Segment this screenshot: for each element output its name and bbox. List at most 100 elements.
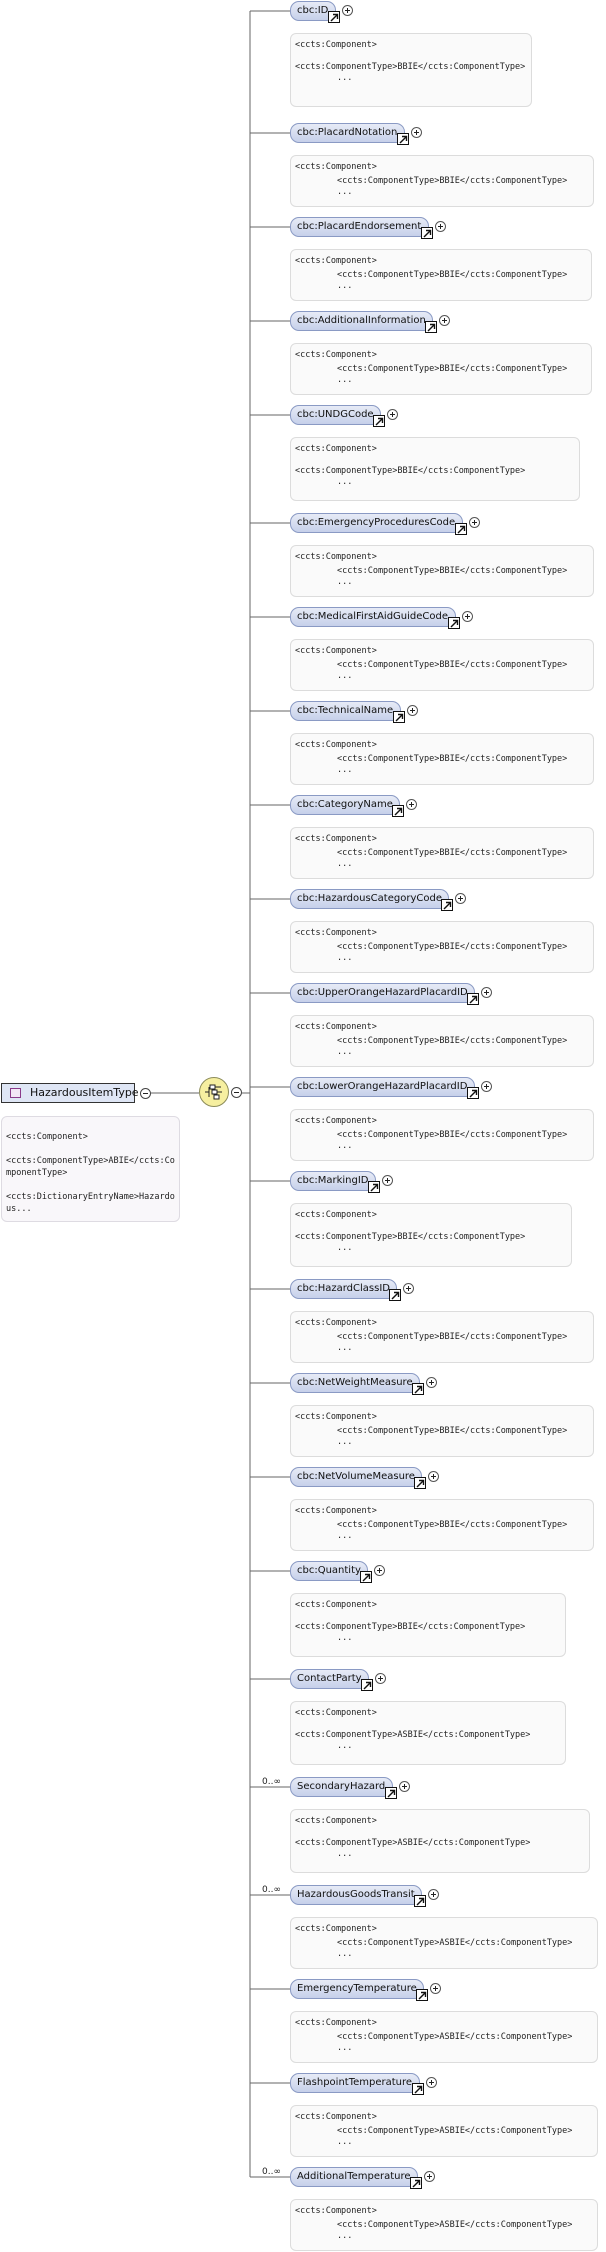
- annotation-type-line: <ccts:ComponentType>BBIE</ccts:Component…: [337, 1332, 568, 1342]
- element-node[interactable]: cbc:HazardClassID: [290, 1279, 397, 1299]
- element-annotation: <ccts:Component><ccts:ComponentType>BBIE…: [290, 437, 580, 501]
- expand-icon[interactable]: [481, 1081, 492, 1092]
- reference-arrow-icon: [455, 523, 467, 535]
- annotation-ellipsis: ...: [337, 375, 353, 385]
- annotation-type-line: <ccts:ComponentType>ASBIE</ccts:Componen…: [337, 1938, 573, 1948]
- element-annotation: <ccts:Component><ccts:ComponentType>BBIE…: [290, 733, 594, 785]
- annotation-type-line: <ccts:ComponentType>BBIE</ccts:Component…: [337, 364, 568, 374]
- expand-icon[interactable]: [435, 221, 446, 232]
- element-annotation: <ccts:Component><ccts:ComponentType>BBIE…: [290, 155, 594, 207]
- element-annotation: <ccts:Component><ccts:ComponentType>BBIE…: [290, 1203, 572, 1267]
- element-node[interactable]: FlashpointTemperature: [290, 2073, 420, 2093]
- element-node[interactable]: cbc:UNDGCode: [290, 405, 381, 425]
- sequence-icon[interactable]: [199, 1077, 229, 1107]
- element-node[interactable]: cbc:PlacardNotation: [290, 123, 405, 143]
- occurrence-label: 0..∞: [262, 1777, 281, 1787]
- element-node[interactable]: cbc:MedicalFirstAidGuideCode: [290, 607, 456, 627]
- root-annotation: <ccts:Component> <ccts:ComponentType>ABI…: [1, 1116, 180, 1222]
- annotation-component-line: <ccts:Component>: [295, 1022, 377, 1032]
- expand-icon[interactable]: [399, 1781, 410, 1792]
- annotation-ellipsis: ...: [337, 2043, 353, 2053]
- annotation-type-line: <ccts:ComponentType>BBIE</ccts:Component…: [295, 1232, 526, 1242]
- annotation-ellipsis: ...: [337, 1343, 353, 1353]
- element-node[interactable]: cbc:EmergencyProceduresCode: [290, 513, 463, 533]
- element-annotation: <ccts:Component><ccts:ComponentType>BBIE…: [290, 545, 594, 597]
- expand-icon[interactable]: [426, 1377, 437, 1388]
- annotation-component-line: <ccts:Component>: [295, 1506, 377, 1516]
- annotation-type-line: <ccts:ComponentType>BBIE</ccts:Component…: [337, 1520, 568, 1530]
- reference-arrow-icon: [416, 1989, 428, 2001]
- element-node[interactable]: cbc:HazardousCategoryCode: [290, 889, 449, 909]
- expand-icon[interactable]: [455, 893, 466, 904]
- reference-arrow-icon: [397, 133, 409, 145]
- reference-arrow-icon: [467, 993, 479, 1005]
- annotation-type-line: <ccts:ComponentType>BBIE</ccts:Component…: [337, 176, 568, 186]
- element-node[interactable]: cbc:TechnicalName: [290, 701, 401, 721]
- element-annotation: <ccts:Component><ccts:ComponentType>ASBI…: [290, 1809, 590, 1873]
- expand-icon[interactable]: [387, 409, 398, 420]
- element-annotation: <ccts:Component><ccts:ComponentType>BBIE…: [290, 1593, 566, 1657]
- expand-icon[interactable]: [428, 1471, 439, 1482]
- expand-icon[interactable]: [424, 2171, 435, 2182]
- element-node[interactable]: ContactParty: [290, 1669, 369, 1689]
- root-annotation-line: <ccts:DictionaryEntryName>Hazardous...: [6, 1192, 175, 1214]
- element-annotation: <ccts:Component> <ccts:ComponentType>BBIE…: [290, 827, 594, 879]
- element-annotation: <ccts:Component><ccts:ComponentType>BBIE…: [290, 639, 594, 691]
- expand-icon[interactable]: [469, 517, 480, 528]
- annotation-component-line: <ccts:Component>: [295, 1600, 377, 1610]
- reference-arrow-icon: [414, 1477, 426, 1489]
- annotation-component-line: <ccts:Component>: [295, 1318, 377, 1328]
- element-node[interactable]: AdditionalTemperature: [290, 2167, 418, 2187]
- expand-icon[interactable]: [374, 1565, 385, 1576]
- annotation-type-line: <ccts:ComponentType>ASBIE</ccts:Componen…: [337, 2032, 573, 2042]
- expand-icon[interactable]: [375, 1673, 386, 1684]
- expand-icon[interactable]: [406, 799, 417, 810]
- annotation-ellipsis: ...: [337, 671, 353, 681]
- expand-icon[interactable]: [462, 611, 473, 622]
- root-type-box[interactable]: HazardousItemType: [1, 1083, 139, 1103]
- annotation-ellipsis: ...: [337, 1849, 353, 1859]
- expand-icon[interactable]: [428, 1889, 439, 1900]
- element-node[interactable]: cbc:CategoryName: [290, 795, 400, 815]
- element-node[interactable]: cbc:UpperOrangeHazardPlacardID: [290, 983, 475, 1003]
- expand-icon[interactable]: [426, 2077, 437, 2088]
- reference-arrow-icon: [448, 617, 460, 629]
- element-node[interactable]: cbc:PlacardEndorsement: [290, 217, 429, 237]
- element-annotation: <ccts:Component><ccts:ComponentType>ASBI…: [290, 2011, 598, 2063]
- annotation-ellipsis: ...: [337, 1741, 353, 1751]
- element-node[interactable]: SecondaryHazard: [290, 1777, 393, 1797]
- sequence-collapse-icon[interactable]: [231, 1087, 242, 1098]
- expand-icon[interactable]: [342, 5, 353, 16]
- occurrence-label: 0..∞: [262, 2167, 281, 2177]
- reference-arrow-icon: [360, 1571, 372, 1583]
- element-node[interactable]: cbc:Quantity: [290, 1561, 368, 1581]
- root-collapse-icon[interactable]: [140, 1088, 151, 1099]
- reference-arrow-icon: [467, 1087, 479, 1099]
- element-node[interactable]: cbc:LowerOrangeHazardPlacardID: [290, 1077, 475, 1097]
- element-annotation: <ccts:Component><ccts:ComponentType>BBIE…: [290, 1109, 594, 1161]
- annotation-ellipsis: ...: [337, 73, 353, 83]
- expand-icon[interactable]: [439, 315, 450, 326]
- expand-icon[interactable]: [382, 1175, 393, 1186]
- element-annotation: <ccts:Component><ccts:ComponentType>BBIE…: [290, 249, 592, 301]
- annotation-type-line: <ccts:ComponentType>BBIE</ccts:Component…: [337, 848, 568, 858]
- reference-arrow-icon: [361, 1679, 373, 1691]
- expand-icon[interactable]: [403, 1283, 414, 1294]
- annotation-ellipsis: ...: [337, 2137, 353, 2147]
- reference-arrow-icon: [389, 1289, 401, 1301]
- element-node[interactable]: EmergencyTemperature: [290, 1979, 424, 1999]
- element-node[interactable]: cbc:NetVolumeMeasure: [290, 1467, 422, 1487]
- element-node[interactable]: HazardousGoodsTransit: [290, 1885, 422, 1905]
- annotation-component-line: <ccts:Component>: [295, 834, 377, 844]
- element-node[interactable]: cbc:MarkingID: [290, 1171, 376, 1191]
- expand-icon[interactable]: [430, 1983, 441, 1994]
- expand-icon[interactable]: [407, 705, 418, 716]
- element-node[interactable]: cbc:AdditionalInformation: [290, 311, 433, 331]
- expand-icon[interactable]: [411, 127, 422, 138]
- reference-arrow-icon: [414, 1895, 426, 1907]
- annotation-ellipsis: ...: [337, 1141, 353, 1151]
- annotation-component-line: <ccts:Component>: [295, 1116, 377, 1126]
- element-annotation: <ccts:Component><ccts:ComponentType>ASBI…: [290, 1917, 598, 1969]
- element-node[interactable]: cbc:NetWeightMeasure: [290, 1373, 420, 1393]
- expand-icon[interactable]: [481, 987, 492, 998]
